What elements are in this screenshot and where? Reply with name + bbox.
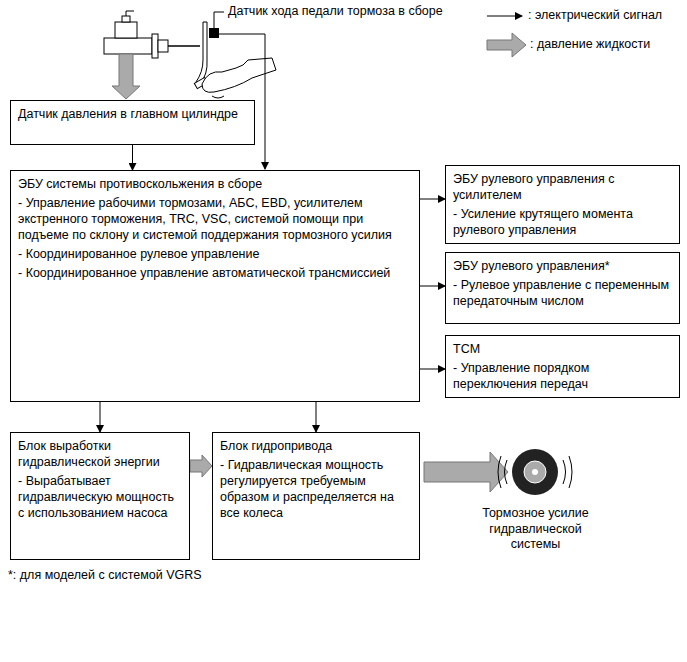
signal-arrow — [316, 402, 317, 432]
reservoir-cap — [122, 16, 130, 22]
wheel-tire — [512, 449, 558, 495]
box-text: - Управление рабочими тормозами, АБС, EB… — [18, 195, 412, 243]
signal-arrow — [420, 286, 445, 287]
signal-arrow — [100, 402, 101, 432]
legend-line-sample — [487, 16, 522, 17]
box-text: - Координированное управление автоматиче… — [18, 265, 412, 281]
ecu-box: ЭБУ системы противоскольжения в сборе - У… — [10, 170, 420, 402]
process-box: TCM - Управление порядком переключения пе… — [445, 335, 680, 398]
box-text: - Рулевое управление с переменным переда… — [453, 277, 672, 309]
part-label: Датчик хода педали тормоза в сборе — [228, 4, 468, 20]
leader-line — [214, 12, 224, 28]
process-box: Блок гидропривода - Гидравлическая мощнос… — [212, 432, 420, 560]
signal-arrow — [420, 199, 445, 200]
process-box: ЭБУ рулевого управления с усилителем- Ус… — [445, 165, 680, 244]
box-text: - Вырабатывает гидравлическую мощность с… — [18, 473, 182, 521]
reservoir — [115, 22, 137, 38]
legend-fat-arrow-sample — [487, 33, 526, 57]
output-label: Тормозное усилие гидравлической системы — [478, 506, 593, 553]
booster-flange — [152, 34, 158, 58]
box-heading: Блок выработки гидравлической энергии — [18, 438, 182, 470]
stroke-sensor — [209, 28, 219, 38]
footnote: *: для моделей с системой VGRS — [8, 568, 408, 584]
box-text: - Управление порядком переключения перед… — [453, 360, 672, 392]
box-heading: Блок гидропривода — [220, 438, 412, 454]
booster — [158, 40, 168, 52]
fluid-arrow — [190, 455, 212, 477]
legend-text: : электрический сигнал — [528, 8, 662, 24]
box-heading: ЭБУ рулевого управления с усилителем — [453, 171, 672, 203]
box-heading: ЭБУ системы противоскольжения в сборе — [18, 176, 412, 192]
push-rod — [168, 45, 200, 47]
motion-marks — [498, 456, 572, 488]
box-heading: ЭБУ рулевого управления* — [453, 258, 672, 274]
brake-pedal — [196, 22, 207, 84]
wheel-hub — [532, 469, 538, 475]
signal-arrow — [420, 369, 445, 370]
process-box: Датчик давления в главном цилиндре — [10, 100, 255, 145]
reservoir-pipe — [126, 11, 134, 16]
box-heading: Датчик давления в главном цилиндре — [18, 106, 247, 122]
signal-arrow — [132, 145, 133, 170]
box-heading: TCM — [453, 341, 672, 357]
box-text: - Гидравлическая мощность регулируется т… — [220, 457, 412, 521]
wheel-rim — [524, 461, 546, 483]
master-cylinder — [104, 38, 152, 54]
box-text: - Координированное рулевое управление — [18, 246, 412, 262]
box-text: - Усиление крутящего момента рулевого уп… — [453, 206, 672, 238]
fluid-arrow — [424, 452, 508, 492]
process-box: Блок выработки гидравлической энергии- В… — [10, 432, 190, 560]
legend-text: : давление жидкости — [530, 37, 650, 53]
fluid-arrow — [112, 54, 140, 99]
process-box: ЭБУ рулевого управления* - Рулевое управл… — [445, 252, 680, 324]
